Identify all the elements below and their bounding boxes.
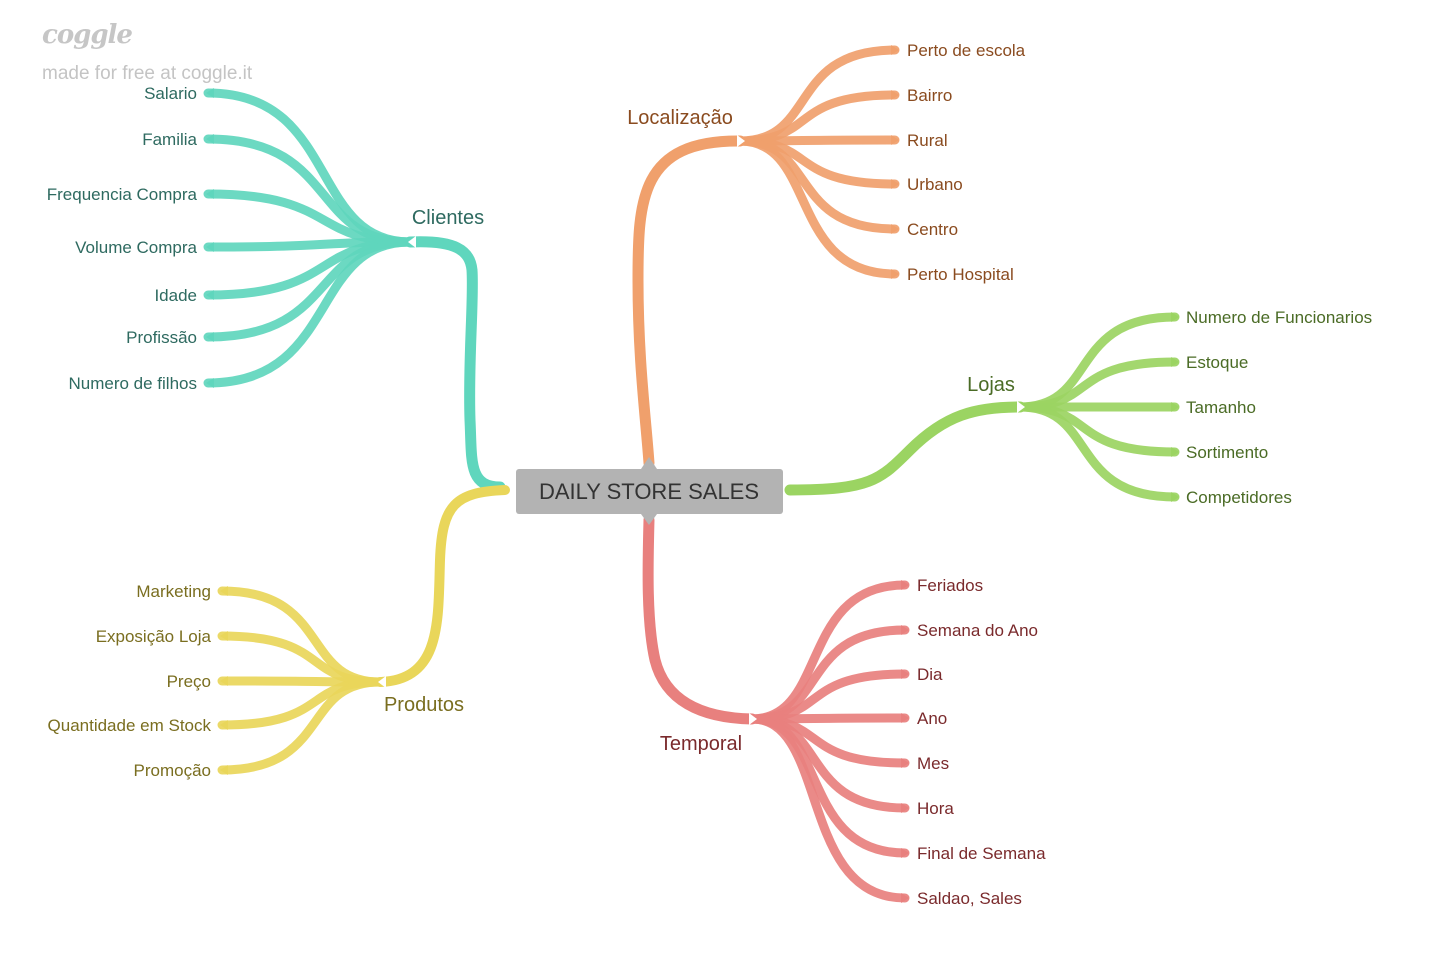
- root-node-bottom-notch: [641, 514, 657, 525]
- clientes-child-label[interactable]: Idade: [154, 286, 197, 305]
- temporal-child-tip: [901, 580, 909, 590]
- localizacao-child-label[interactable]: Perto Hospital: [907, 265, 1014, 284]
- produtos-hub-notch: [378, 676, 386, 688]
- produtos-child-label[interactable]: Promoção: [134, 761, 211, 780]
- clientes-hub-notch: [408, 236, 416, 248]
- lojas-hub-notch: [1017, 401, 1025, 413]
- localizacao-child-label[interactable]: Bairro: [907, 86, 952, 105]
- clientes-child-link: [203, 237, 415, 388]
- produtos-trunk-link: [375, 485, 510, 687]
- clientes-child-tip: [206, 189, 214, 199]
- temporal-child-link: [747, 580, 910, 724]
- temporal-child-label[interactable]: Feriados: [917, 576, 983, 595]
- lojas-child-tip: [1171, 402, 1179, 412]
- clientes-child-label[interactable]: Volume Compra: [75, 238, 197, 257]
- temporal-child-label[interactable]: Final de Semana: [917, 844, 1046, 863]
- clientes-child-label[interactable]: Profissão: [126, 328, 197, 347]
- localizacao-child-tip: [891, 90, 899, 100]
- clientes-trunk-link: [404, 236, 506, 493]
- lojas-child-tip: [1171, 312, 1179, 322]
- clientes-child-tip: [206, 88, 214, 98]
- temporal-child-tip: [901, 713, 909, 723]
- lojas-child-tip: [1171, 492, 1179, 502]
- localizacao-child-tip: [891, 269, 899, 279]
- coggle-logo: coggle: [42, 20, 133, 50]
- localizacao-child-tip: [891, 45, 899, 55]
- temporal-child-tip: [901, 893, 909, 903]
- temporal-branch-label[interactable]: Temporal: [660, 733, 742, 755]
- produtos-child-tip: [220, 765, 228, 775]
- localizacao-child-tip: [891, 179, 899, 189]
- localizacao-child-label[interactable]: Centro: [907, 220, 958, 239]
- localizacao-child-label[interactable]: Perto de escola: [907, 41, 1026, 60]
- localizacao-branch-label[interactable]: Localização: [627, 107, 733, 129]
- temporal-child-label[interactable]: Semana do Ano: [917, 621, 1038, 640]
- lojas-child-link: [1015, 402, 1180, 502]
- lojas-child-label[interactable]: Estoque: [1186, 353, 1248, 372]
- produtos-child-label[interactable]: Exposição Loja: [96, 627, 212, 646]
- produtos-child-label[interactable]: Marketing: [136, 582, 211, 601]
- produtos-child-link: [217, 677, 385, 775]
- branch-links: [203, 45, 1180, 903]
- localizacao-hub-notch: [737, 135, 745, 147]
- clientes-child-link: [203, 88, 415, 247]
- clientes-child-label[interactable]: Frequencia Compra: [47, 185, 198, 204]
- clientes-child-label[interactable]: Salario: [144, 84, 197, 103]
- temporal-child-link: [747, 714, 910, 903]
- temporal-hub-notch: [749, 713, 757, 725]
- produtos-child-tip: [220, 586, 228, 596]
- coggle-tagline: made for free at coggle.it: [42, 63, 253, 84]
- lojas-child-tip: [1171, 447, 1179, 457]
- clientes-child-tip: [206, 242, 214, 252]
- temporal-child-tip: [901, 669, 909, 679]
- clientes-child-tip: [206, 378, 214, 388]
- produtos-child-tip: [220, 720, 228, 730]
- clientes-child-tip: [206, 332, 214, 342]
- lojas-child-label[interactable]: Tamanho: [1186, 398, 1256, 417]
- lojas-child-label[interactable]: Competidores: [1186, 488, 1292, 507]
- lojas-child-label[interactable]: Sortimento: [1186, 443, 1268, 462]
- produtos-branch-label[interactable]: Produtos: [384, 694, 464, 716]
- root-node-label: DAILY STORE SALES: [539, 479, 759, 504]
- produtos-child-label[interactable]: Preço: [167, 672, 211, 691]
- lojas-child-label[interactable]: Numero de Funcionarios: [1186, 308, 1372, 327]
- clientes-child-tip: [206, 134, 214, 144]
- localizacao-child-tip: [891, 135, 899, 145]
- localizacao-child-link: [735, 136, 900, 279]
- temporal-child-label[interactable]: Ano: [917, 709, 947, 728]
- lojas-child-tip: [1171, 357, 1179, 367]
- lojas-branch-label[interactable]: Lojas: [967, 374, 1015, 396]
- temporal-child-tip: [901, 848, 909, 858]
- temporal-child-label[interactable]: Hora: [917, 799, 954, 818]
- temporal-child-label[interactable]: Saldao, Sales: [917, 889, 1022, 908]
- root-node-top-notch: [641, 457, 657, 469]
- temporal-child-tip: [901, 625, 909, 635]
- clientes-branch-label[interactable]: Clientes: [412, 207, 484, 229]
- clientes-child-label[interactable]: Numero de filhos: [68, 374, 197, 393]
- lojas-trunk-link: [784, 401, 1026, 496]
- produtos-child-tip: [220, 676, 228, 686]
- localizacao-trunk-link: [632, 135, 746, 469]
- temporal-child-label[interactable]: Mes: [917, 754, 949, 773]
- root-node[interactable]: DAILY STORE SALES: [516, 457, 783, 525]
- localizacao-child-label[interactable]: Rural: [907, 131, 948, 150]
- clientes-child-label[interactable]: Familia: [142, 130, 197, 149]
- clientes-child-tip: [206, 290, 214, 300]
- temporal-trunk-link: [642, 514, 758, 725]
- root-node-box: [516, 469, 783, 514]
- temporal-child-tip: [901, 803, 909, 813]
- localizacao-child-label[interactable]: Urbano: [907, 175, 963, 194]
- temporal-child-tip: [901, 758, 909, 768]
- localizacao-child-tip: [891, 224, 899, 234]
- temporal-child-label[interactable]: Dia: [917, 665, 943, 684]
- produtos-child-tip: [220, 631, 228, 641]
- produtos-child-label[interactable]: Quantidade em Stock: [48, 716, 212, 735]
